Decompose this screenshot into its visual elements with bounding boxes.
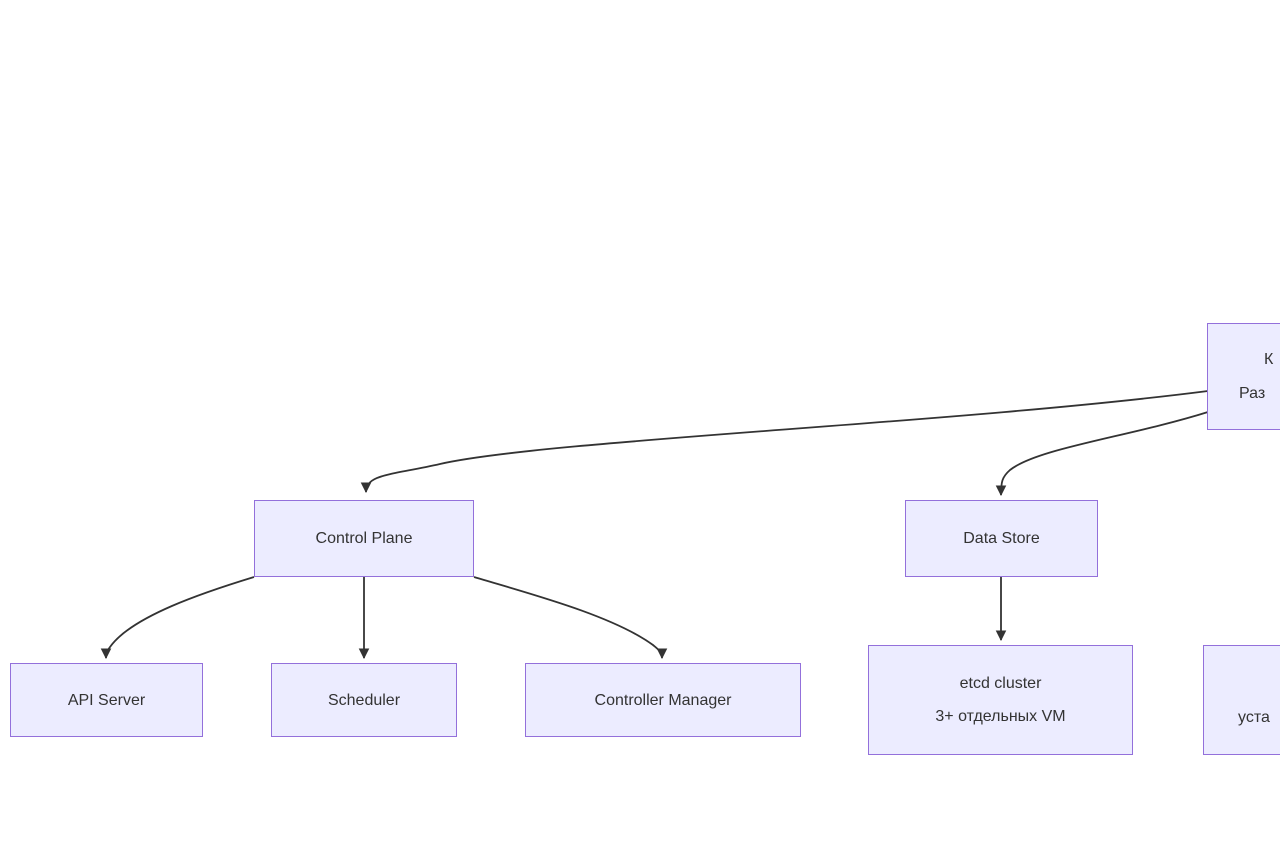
node-scheduler: Scheduler [271, 663, 457, 737]
node-control-plane: Control Plane [254, 500, 474, 577]
node-etcd-cluster-label-line2: 3+ отдельных VM [935, 708, 1066, 725]
node-install-clipped-label-line2: уста [1238, 709, 1270, 726]
node-etcd-cluster-label-line1: etcd cluster [959, 675, 1042, 692]
node-controller-manager-label: Controller Manager [594, 691, 732, 709]
edge-kubernetes-to-control-plane [360, 390, 1209, 494]
node-scheduler-label: Scheduler [327, 691, 401, 709]
edge-control-plane-to-api-server [100, 576, 255, 660]
edge-control-plane-to-controller-manager [473, 576, 668, 660]
edge-kubernetes-to-data-store [995, 411, 1209, 497]
node-kubernetes-clipped-label-line1: К [1264, 351, 1274, 368]
node-api-server-label: API Server [67, 691, 146, 709]
node-kubernetes-clipped: К Раз [1207, 323, 1280, 430]
node-etcd-cluster: etcd cluster 3+ отдельных VM [868, 645, 1133, 755]
node-data-store: Data Store [905, 500, 1098, 577]
node-install-clipped: уста [1203, 645, 1280, 755]
node-controller-manager: Controller Manager [525, 663, 801, 737]
node-data-store-label: Data Store [963, 530, 1040, 547]
node-api-server: API Server [10, 663, 203, 737]
node-control-plane-label: Control Plane [315, 530, 413, 547]
node-kubernetes-clipped-label-line2: Раз [1239, 385, 1266, 402]
